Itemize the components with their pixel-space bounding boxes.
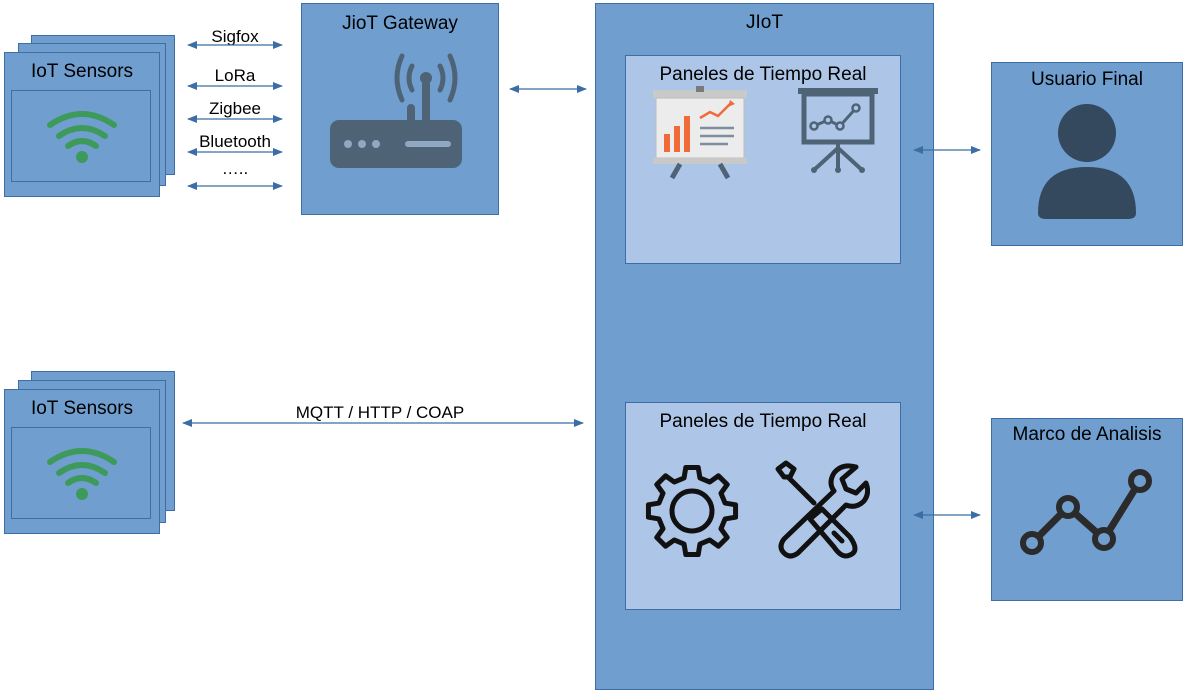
realtime-panel-top[interactable]: Paneles de Tiempo Real (625, 55, 901, 264)
iot-sensors-top[interactable]: IoT Sensors (4, 52, 160, 197)
analysis-framework[interactable]: Marco de Analisis (991, 418, 1183, 601)
end-user[interactable]: Usuario Final (991, 62, 1183, 246)
end-user-title: Usuario Final (1031, 69, 1143, 90)
analysis-framework-title: Marco de Analisis (1012, 424, 1162, 445)
line-chart-icon (1020, 469, 1152, 555)
jiot-platform-title: JIoT (746, 12, 783, 33)
router-icon (330, 53, 462, 168)
bottom-link-label: MQTT / HTTP / COAP (295, 403, 465, 422)
iot-sensors-top-title: IoT Sensors (30, 61, 134, 82)
realtime-panel-bottom[interactable]: Paneles de Tiempo Real (625, 402, 901, 610)
protocol-label-zigbee: Zigbee (209, 99, 261, 118)
protocol-label-more: ….. (221, 159, 249, 178)
iot-sensors-bottom-title: IoT Sensors (30, 398, 134, 419)
user-icon (1038, 104, 1136, 219)
realtime-panel-top-title: Paneles de Tiempo Real (659, 64, 867, 85)
gear-icon (645, 464, 739, 558)
line-chart-board-icon (798, 88, 878, 173)
wifi-icon (11, 90, 151, 182)
jiot-gateway[interactable]: JioT Gateway (301, 3, 499, 215)
wifi-icon (11, 427, 151, 519)
bar-chart-board-icon (653, 86, 747, 180)
protocol-label-lora: LoRa (214, 66, 256, 85)
iot-sensors-bottom[interactable]: IoT Sensors (4, 389, 160, 534)
protocol-label-bluetooth: Bluetooth (199, 132, 271, 151)
realtime-panel-bottom-title: Paneles de Tiempo Real (659, 411, 867, 432)
tools-icon (775, 460, 870, 559)
jiot-gateway-title: JioT Gateway (342, 13, 458, 34)
